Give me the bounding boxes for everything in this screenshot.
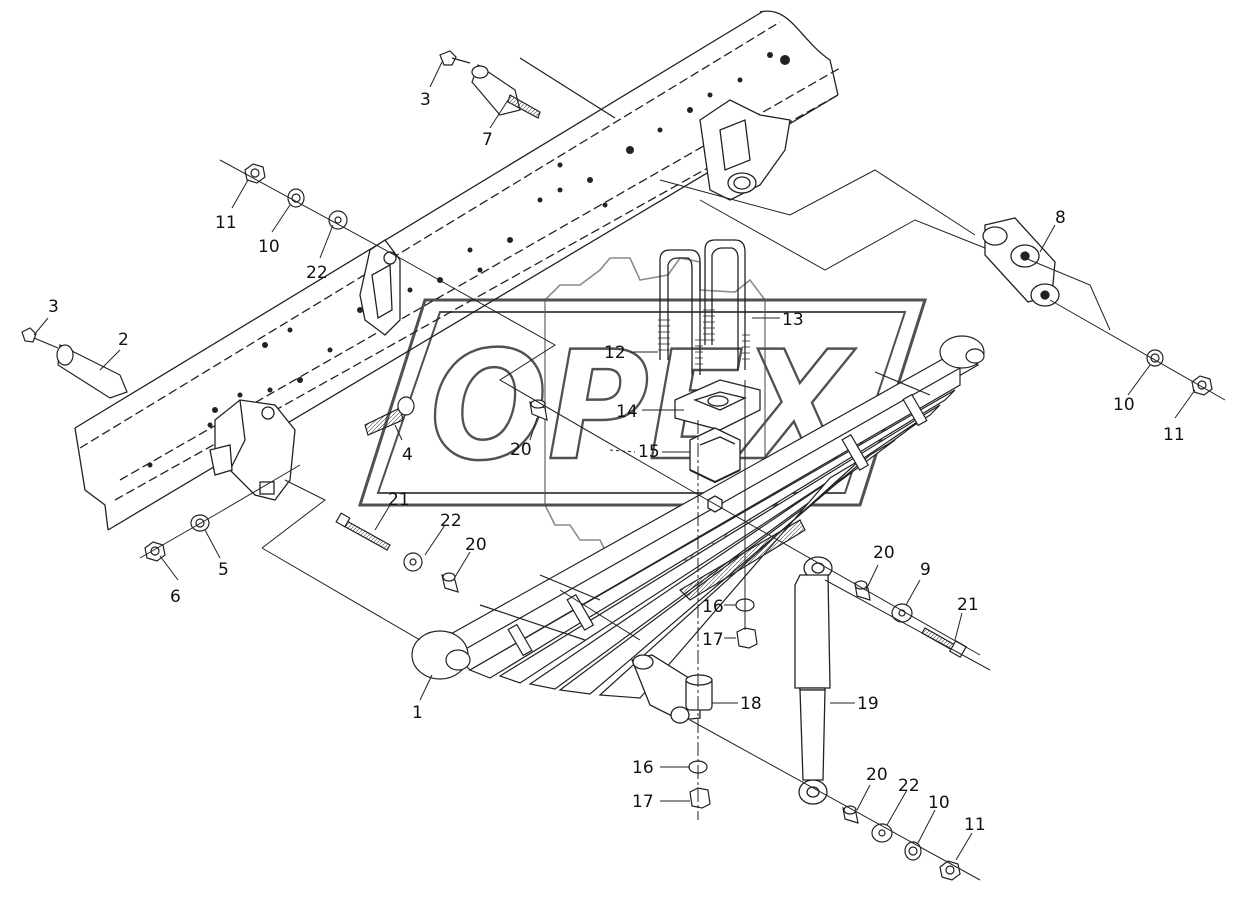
callout-10: 10 [1113,395,1135,415]
callout-10: 10 [258,237,280,257]
callout-22: 22 [306,263,328,283]
rear-hanger-bracket [699,99,791,201]
callout-8: 8 [1055,208,1066,228]
watermark-frame-outer [357,298,928,507]
callout-5: 5 [218,560,229,580]
callout-3: 3 [48,297,59,317]
callout-17: 17 [632,792,654,812]
callout-20: 20 [873,543,895,563]
callout-18: 18 [740,694,762,714]
callout-13: 13 [782,310,804,330]
shackle-assembly [982,217,1060,307]
assembly-lines [139,159,1226,881]
callout-10: 10 [928,793,950,813]
shock-absorber [794,556,833,805]
callout-22: 22 [440,511,462,531]
callout-17: 17 [702,630,724,650]
callout-20: 20 [866,765,888,785]
callout-15: 15 [638,442,660,462]
callout-4: 4 [402,445,413,465]
callout-20: 20 [510,440,532,460]
callout-21: 21 [388,490,410,510]
callout-22: 22 [898,776,920,796]
callout-11: 11 [964,815,986,835]
leader-lines [33,61,1196,861]
callout-3: 3 [420,90,431,110]
u-bolts [658,239,750,375]
callout-11: 11 [1163,425,1185,445]
spring-seat [674,379,761,431]
callout-9: 9 [920,560,931,580]
callout-16: 16 [632,758,654,778]
frame-holes [147,52,790,468]
callout-6: 6 [170,587,181,607]
callout-11: 11 [215,213,237,233]
callout-12: 12 [604,343,626,363]
callout-21: 21 [957,595,979,615]
callout-19: 19 [857,694,879,714]
callout-16: 16 [702,597,724,617]
front-hanger-bracket [359,239,401,336]
callout-2: 2 [118,330,129,350]
callout-14: 14 [616,402,638,422]
callout-20: 20 [465,535,487,555]
front-spring-bracket [209,399,296,501]
callout-1: 1 [412,703,423,723]
shock-lower-bracket [631,654,713,724]
callout-labels: 3 7 11 10 22 3 2 4 6 5 21 22 20 1 8 10 1… [48,90,1185,835]
callout-7: 7 [482,130,493,150]
